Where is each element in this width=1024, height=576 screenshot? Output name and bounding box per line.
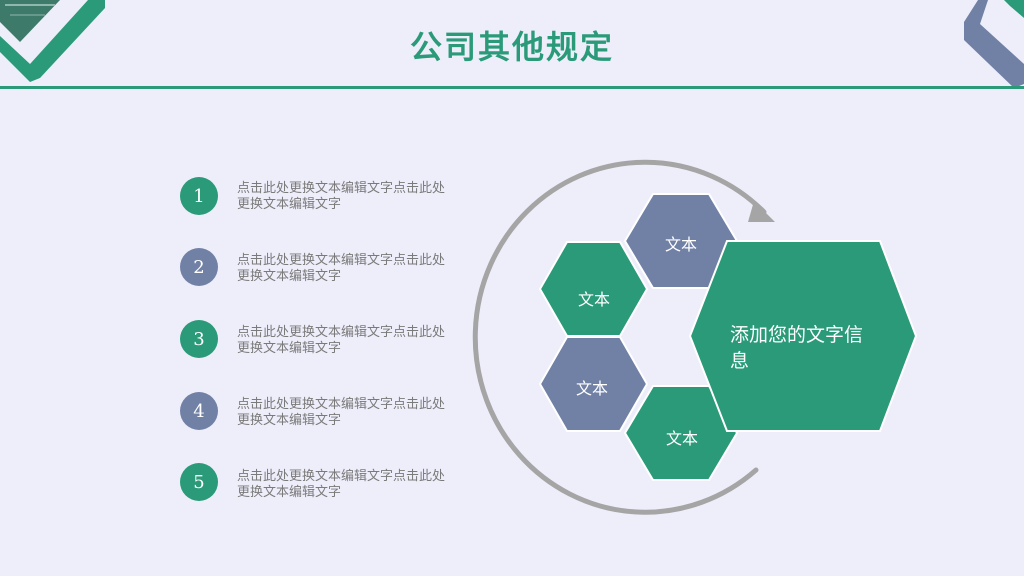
list-item-text: 点击此处更换文本编辑文字点击此处更换文本编辑文字 xyxy=(237,397,446,428)
hexagon xyxy=(538,336,649,432)
list-item-text: 点击此处更换文本编辑文字点击此处更换文本编辑文字 xyxy=(237,181,446,212)
number-badge: 1 xyxy=(180,177,218,215)
list-item: 5 点击此处更换文本编辑文字点击此处更换文本编辑文字 xyxy=(180,463,480,503)
list-item: 2 点击此处更换文本编辑文字点击此处更换文本编辑文字 xyxy=(180,248,480,288)
hexagon-label: 文本 xyxy=(665,429,698,448)
corner-decoration-left xyxy=(0,0,105,82)
number-badge: 4 xyxy=(180,392,218,430)
page-title: 公司其他规定 xyxy=(409,28,614,66)
arrowhead-icon xyxy=(748,201,775,222)
list-item-text: 点击此处更换文本编辑文字点击此处更换文本编辑文字 xyxy=(237,253,446,284)
title-divider xyxy=(0,86,1024,89)
number-badge: 5 xyxy=(180,463,218,501)
hexagon-label: 文本 xyxy=(664,235,697,254)
hexagon-label: 文本 xyxy=(577,290,610,309)
list-item-text: 点击此处更换文本编辑文字点击此处更换文本编辑文字 xyxy=(237,325,446,356)
center-hexagon-label: 添加您的文字信息 xyxy=(730,324,864,372)
center-hexagon xyxy=(688,240,918,432)
number-badge: 2 xyxy=(180,248,218,286)
list-item: 3 点击此处更换文本编辑文字点击此处更换文本编辑文字 xyxy=(180,320,480,360)
list-item-text: 点击此处更换文本编辑文字点击此处更换文本编辑文字 xyxy=(237,469,446,500)
number-badge: 3 xyxy=(180,320,218,358)
hexagon-label: 文本 xyxy=(575,379,608,398)
list-item: 1 点击此处更换文本编辑文字点击此处更换文本编辑文字 xyxy=(180,177,480,217)
cycle-arrow xyxy=(472,159,767,515)
list-item: 4 点击此处更换文本编辑文字点击此处更换文本编辑文字 xyxy=(180,392,480,432)
corner-decoration-right xyxy=(964,0,1024,88)
